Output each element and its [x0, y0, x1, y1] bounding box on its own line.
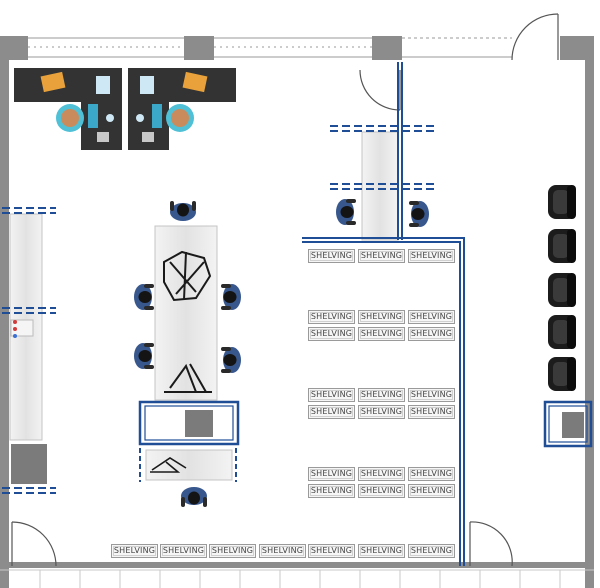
door-bottom-left — [11, 521, 57, 567]
shelving-unit: SHELVING — [308, 544, 355, 558]
door-top-inner — [359, 69, 401, 111]
shelving-unit: SHELVING — [408, 327, 455, 341]
equipment-center — [185, 410, 213, 437]
workstation-cluster — [14, 68, 236, 150]
doors — [11, 13, 559, 567]
shelving-unit: SHELVING — [358, 310, 405, 324]
service-lines — [2, 62, 465, 566]
armchairs — [548, 185, 576, 391]
sink — [10, 319, 34, 337]
shelving-unit: SHELVING — [358, 467, 405, 481]
central-bench — [134, 201, 241, 507]
shelving-unit: SHELVING — [111, 544, 158, 558]
frame-structure — [163, 250, 212, 393]
shelving-unit: SHELVING — [408, 249, 455, 263]
shelving-unit: SHELVING — [408, 484, 455, 498]
shelving-unit: SHELVING — [358, 405, 405, 419]
shelving-unit: SHELVING — [358, 388, 405, 402]
windows — [28, 37, 512, 58]
shelving-unit: SHELVING — [308, 327, 355, 341]
shelving-unit: SHELVING — [408, 467, 455, 481]
right-wall — [585, 36, 594, 588]
shelving-unit: SHELVING — [408, 544, 455, 558]
corner-column-top-left — [0, 36, 28, 60]
left-counter — [9, 213, 47, 484]
door-top-right-exterior — [511, 13, 559, 61]
shelving-unit: SHELVING — [160, 544, 207, 558]
upper-bench — [336, 131, 429, 241]
right-equipment — [543, 400, 593, 448]
shelving-unit: SHELVING — [358, 544, 405, 558]
shelving-unit: SHELVING — [358, 484, 405, 498]
shelving-unit: SHELVING — [308, 405, 355, 419]
exterior-paving — [0, 569, 594, 588]
shelving-unit: SHELVING — [358, 327, 405, 341]
door-bottom-right — [469, 521, 513, 567]
shelving-unit: SHELVING — [308, 310, 355, 324]
shelving-unit: SHELVING — [308, 467, 355, 481]
bottom-wall — [0, 562, 594, 568]
shelving-unit: SHELVING — [408, 310, 455, 324]
shelving-unit: SHELVING — [308, 484, 355, 498]
shelving-unit: SHELVING — [358, 249, 405, 263]
shelving-unit: SHELVING — [209, 544, 256, 558]
shelving-unit: SHELVING — [408, 405, 455, 419]
shelving-unit: SHELVING — [308, 249, 355, 263]
shelving-unit: SHELVING — [259, 544, 306, 558]
shelving-unit: SHELVING — [408, 388, 455, 402]
equipment-left — [11, 444, 47, 484]
column-top-right — [372, 36, 402, 60]
column-top-middle — [184, 36, 214, 60]
shelving-unit: SHELVING — [308, 388, 355, 402]
